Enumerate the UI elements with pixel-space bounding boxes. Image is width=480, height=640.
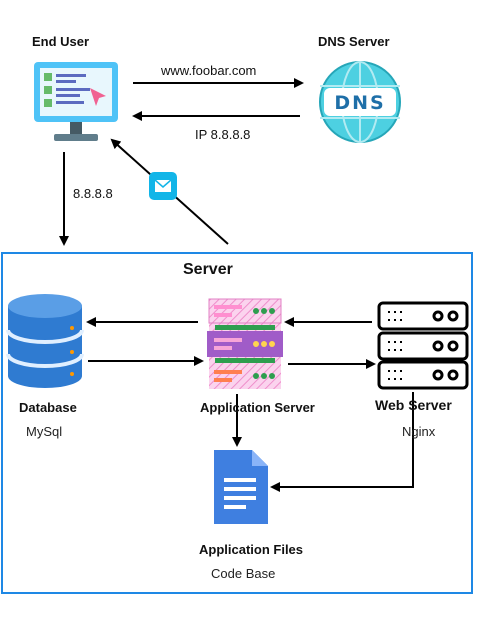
dns-globe-icon: DNS (319, 61, 401, 143)
computer-monitor-icon (34, 62, 118, 141)
web-server-label: Web Server (375, 397, 452, 413)
application-server-icon (207, 298, 283, 389)
end-user-label: End User (32, 34, 90, 49)
edge-label-request-domain: www.foobar.com (161, 63, 257, 78)
edge-label-dns-response: IP 8.8.8.8 (195, 127, 251, 142)
database-cylinder-icon (6, 294, 84, 388)
app-files-label: Application Files (199, 542, 304, 557)
server-group-box (1, 252, 473, 594)
dns-server-label: DNS Server (318, 34, 390, 49)
app-server-label: Application Server (200, 400, 315, 415)
server-group-title: Server (183, 261, 233, 278)
app-files-sublabel: Code Base (211, 566, 276, 581)
database-label: Database (19, 400, 77, 415)
database-sublabel: MySql (26, 424, 63, 439)
server-rack-icon (377, 301, 469, 390)
arrow-web-to-files (270, 392, 414, 492)
edge-label-user-to-server: 8.8.8.8 (73, 186, 113, 201)
document-file-icon (214, 450, 268, 524)
dns-icon-text: DNS (334, 92, 385, 114)
web-server-sublabel: Nginx (402, 424, 436, 439)
envelope-icon (149, 172, 177, 200)
